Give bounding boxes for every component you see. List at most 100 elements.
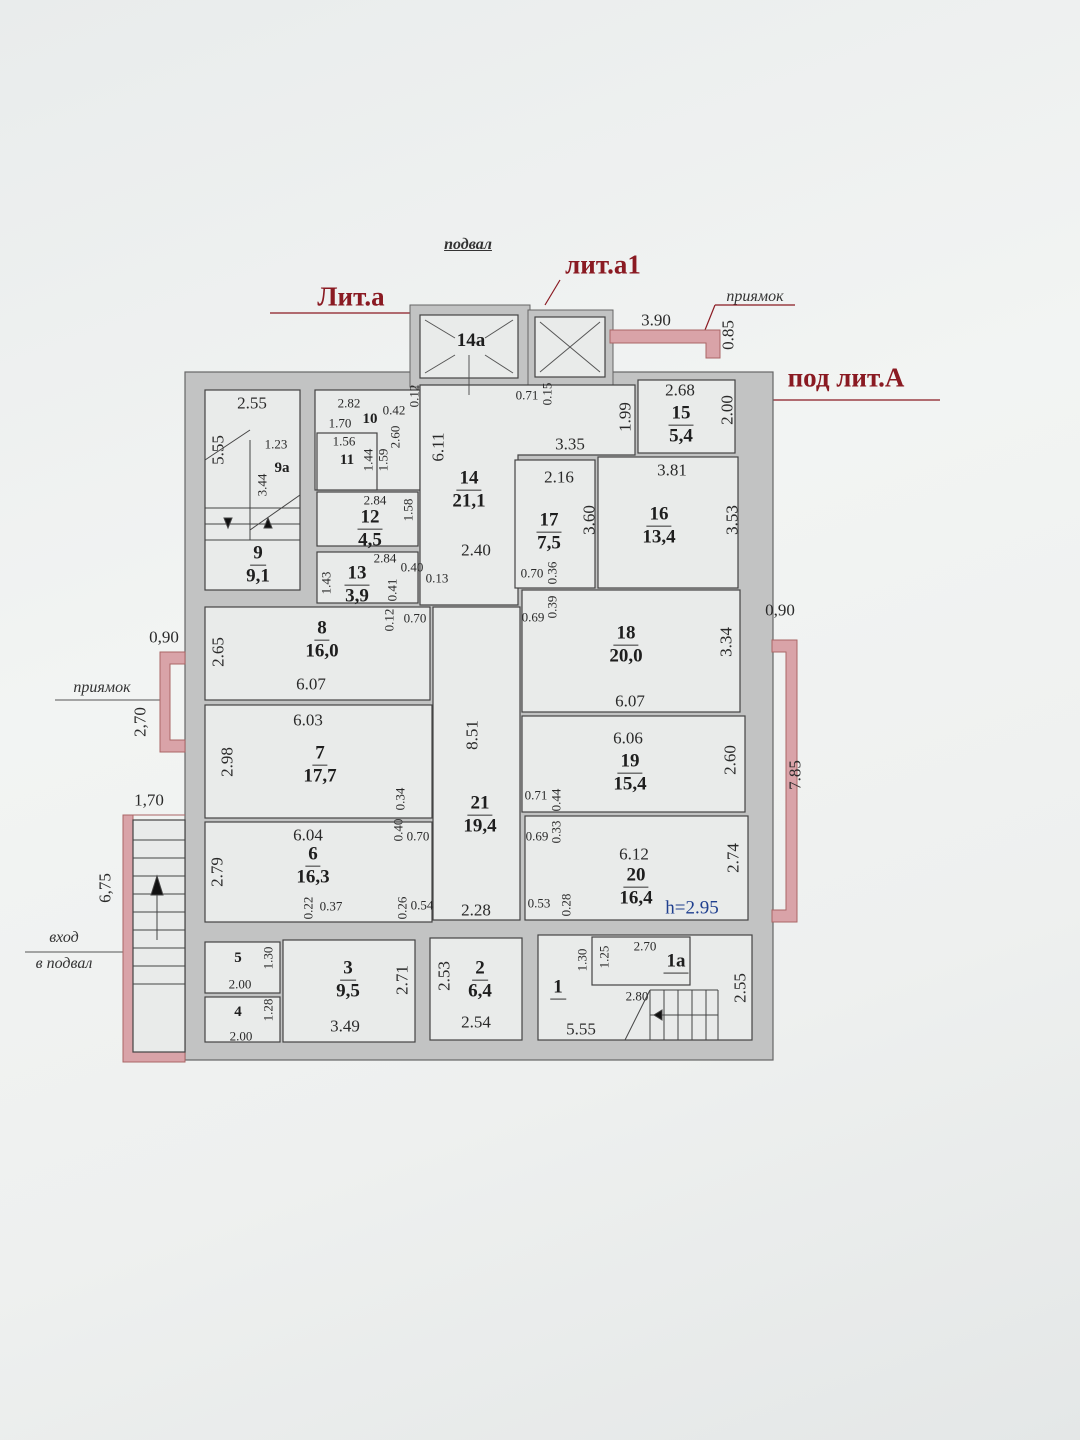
dimension-label: 2.16 — [544, 467, 574, 487]
label-pit-left: приямок — [73, 679, 131, 696]
label-pit-top: приямок — [726, 288, 784, 305]
dimension-label: 3.49 — [330, 1016, 360, 1036]
room-4: 4 — [231, 1000, 245, 1022]
dimension-label: 0,90 — [149, 627, 179, 647]
dimension-label: 2.55 — [237, 393, 267, 413]
room-1: 1 — [550, 977, 566, 1000]
room-number: 16 — [646, 504, 672, 527]
dimension-label: 2.65 — [208, 637, 228, 667]
dimension-label: 6,75 — [95, 873, 115, 903]
dimension-label: 0.34 — [392, 787, 408, 811]
dimension-label: 0.22 — [300, 896, 316, 920]
room-number: 20 — [623, 865, 649, 888]
dimension-label: 2.00 — [717, 395, 737, 425]
dimension-label: 0,90 — [765, 600, 795, 620]
room-area: 9,5 — [336, 980, 360, 1002]
dimension-label: 0.26 — [394, 896, 410, 920]
room-number: 18 — [613, 623, 639, 646]
room-number: 11 — [339, 452, 355, 469]
room-area: 17,7 — [303, 765, 337, 787]
room-area: 13,4 — [642, 526, 676, 548]
rooms — [132, 314, 753, 1053]
label-lit-a1: лит.а1 — [565, 249, 641, 280]
room-number: 8 — [314, 618, 330, 641]
dimension-label: 1.43 — [318, 571, 334, 595]
dimension-label: 3.53 — [722, 505, 742, 535]
dimension-label: 3.90 — [641, 310, 671, 330]
dimension-label: 1.23 — [264, 436, 288, 452]
room-number: 10 — [362, 411, 378, 428]
dimension-label: 2.00 — [229, 1028, 253, 1044]
room-area: 15,4 — [613, 773, 647, 795]
room-number: 21 — [467, 793, 493, 816]
ceiling-height-label: h=2.95 — [665, 897, 719, 919]
dimension-label: 0.69 — [525, 828, 549, 844]
room-number: 3 — [340, 958, 356, 981]
room-1a: 1a — [663, 951, 689, 974]
dimension-label: 0.37 — [319, 898, 343, 914]
dimension-label: 0.36 — [544, 561, 560, 585]
dimension-label: 2.84 — [363, 492, 387, 508]
label-entrance-2: в подвал — [35, 955, 93, 972]
dimension-label: 2.74 — [723, 843, 743, 873]
dimension-label: 2.28 — [461, 900, 491, 920]
dimension-label: 0.70 — [520, 565, 544, 581]
room-number: 4 — [234, 1004, 242, 1021]
room-number: 15 — [668, 403, 694, 426]
room-area: 6,4 — [468, 980, 492, 1002]
dimension-label: 0.54 — [410, 897, 434, 913]
dimension-label: 3.34 — [716, 627, 736, 657]
dimension-label: 1.70 — [328, 415, 352, 431]
dimension-label: 0.70 — [403, 610, 427, 626]
room-9a: 9a — [272, 456, 293, 478]
room-area: 5,4 — [669, 425, 693, 447]
room-number: 6 — [305, 844, 321, 867]
dimension-label: 1,70 — [134, 790, 164, 810]
dimension-label: 2.80 — [625, 988, 649, 1004]
room-area: 21,1 — [452, 490, 486, 512]
stairs — [133, 429, 719, 1041]
dimension-label: 0.53 — [527, 895, 551, 911]
dimension-label: 7.85 — [785, 760, 805, 790]
dimension-label: 0.70 — [406, 828, 430, 844]
dimension-label: 6.03 — [293, 710, 323, 730]
room-number: 17 — [536, 510, 562, 533]
room-14a: 14a — [454, 330, 489, 352]
dimension-label: 0.28 — [558, 893, 574, 917]
dimension-label: 1.58 — [400, 498, 416, 522]
dimension-label: 6.04 — [293, 825, 323, 845]
room-area: 19,4 — [463, 815, 497, 837]
dimension-label: 3.81 — [657, 460, 687, 480]
room-number: 9a — [274, 460, 290, 477]
dimension-label: 0.44 — [548, 788, 564, 812]
room-number: 1a — [663, 951, 689, 974]
dimension-label: 0.40 — [400, 559, 424, 575]
room-5: 5 — [231, 946, 245, 968]
dimension-label: 0.69 — [521, 609, 545, 625]
dimension-label: 2.60 — [387, 425, 403, 449]
dimension-label: 2.70 — [633, 938, 657, 954]
dimension-label: 2.79 — [207, 857, 227, 887]
room-11: 11 — [337, 448, 357, 470]
dimension-label: 2.55 — [730, 973, 750, 1003]
room-number: 9 — [250, 543, 266, 566]
dimension-label: 1.30 — [574, 948, 590, 972]
label-basement: подвал — [444, 236, 492, 253]
room-number: 14a — [456, 330, 486, 352]
label-under-lit-A: под лит.А — [787, 362, 905, 393]
dimension-label: 2.00 — [228, 976, 252, 992]
dimension-label: 6.11 — [428, 432, 448, 462]
room-number: 14 — [456, 468, 482, 491]
room-number: 13 — [344, 563, 370, 586]
dimension-label: 1.30 — [260, 946, 276, 970]
dimension-label: 2.82 — [337, 395, 361, 411]
